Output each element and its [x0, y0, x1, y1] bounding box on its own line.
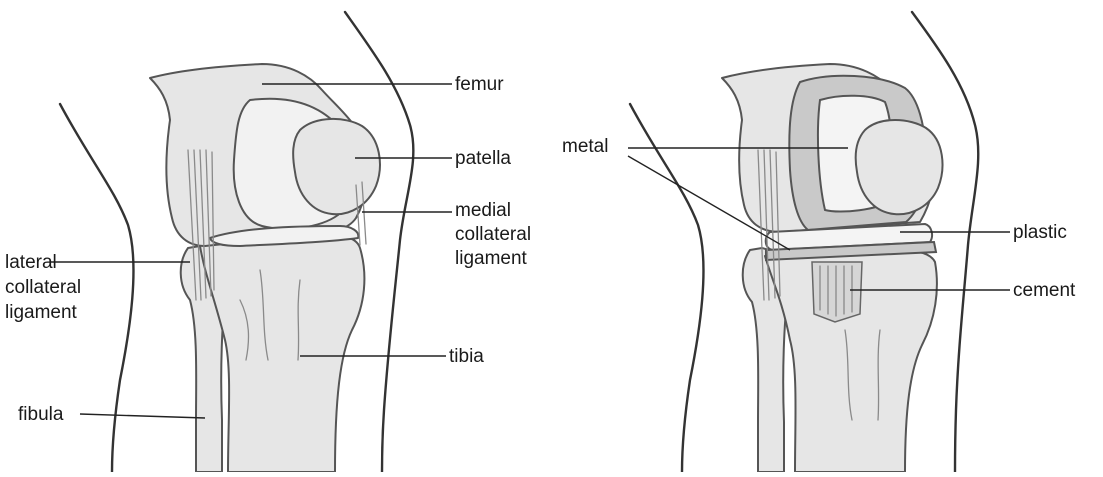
right-skin-back	[630, 104, 703, 472]
label-fibula: fibula	[18, 403, 63, 426]
natural-knee-drawing	[60, 12, 413, 472]
label-femur: femur	[455, 73, 504, 96]
patella-bone	[293, 119, 380, 214]
label-metal: metal	[562, 135, 608, 158]
label-patella: patella	[455, 147, 511, 170]
label-lateral-line3: ligament	[5, 301, 77, 324]
leader-fibula	[80, 414, 205, 418]
replaced-knee-drawing	[630, 12, 978, 472]
label-medial-line2: collateral	[455, 223, 531, 246]
label-lateral-line2: collateral	[5, 276, 81, 299]
label-plastic: plastic	[1013, 221, 1067, 244]
right-patella-bone	[856, 120, 943, 214]
tibia-bone	[200, 236, 364, 472]
label-lateral-line1: lateral	[5, 251, 57, 274]
label-tibia: tibia	[449, 345, 484, 368]
label-medial-line1: medial	[455, 199, 511, 222]
label-medial-line3: ligament	[455, 247, 527, 270]
label-cement: cement	[1013, 279, 1075, 302]
